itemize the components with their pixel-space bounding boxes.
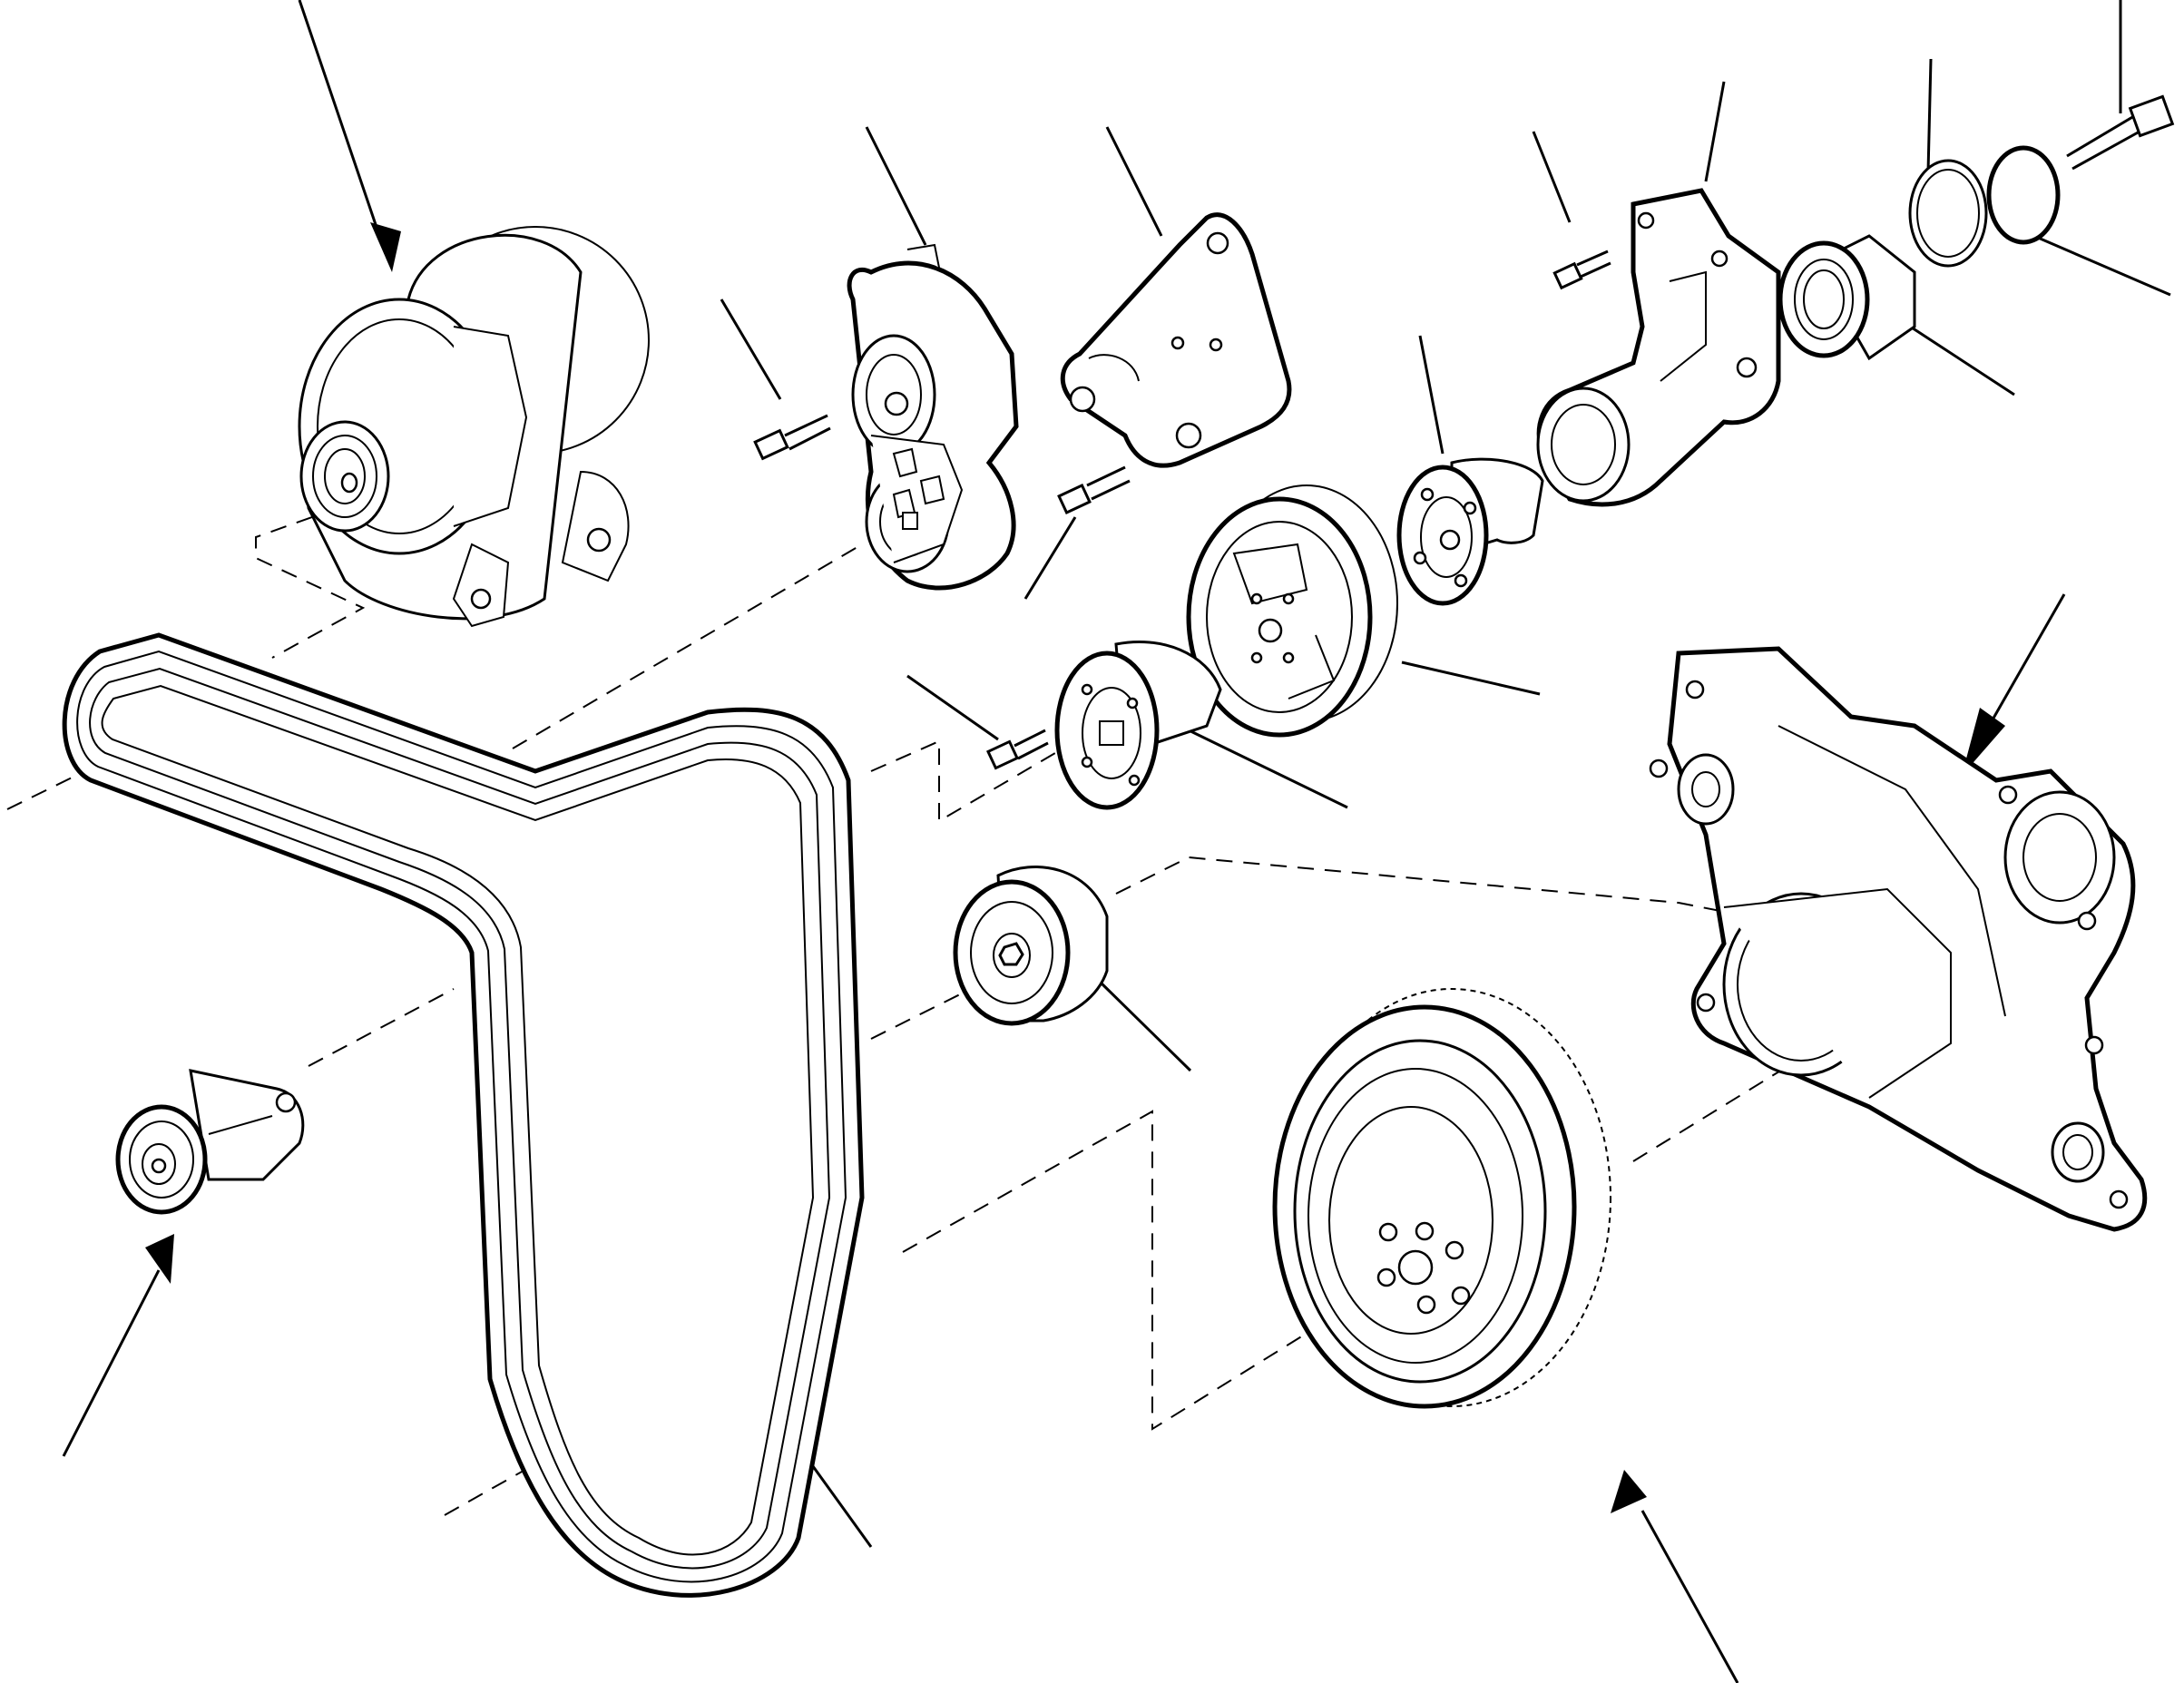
drive-belt [62, 632, 865, 1598]
hub-bolt-small [985, 729, 1049, 770]
hub-bolt [2066, 94, 2175, 171]
bracket-bolt [1552, 250, 1611, 290]
mounting-bolt [1057, 465, 1131, 514]
timing-cover [1649, 646, 2148, 1232]
vibration-damper [1272, 988, 1611, 1409]
tensioner-cover [1060, 212, 1292, 468]
crankshaft-pulley-upper [1186, 484, 1398, 738]
snap-ring [1908, 159, 1988, 268]
belt-tensioner [847, 243, 1019, 591]
washer [1986, 145, 2061, 245]
spacer-hub [1054, 640, 1222, 810]
idler-pulley [953, 865, 1109, 1026]
tensioner-bolt [753, 414, 831, 461]
auxiliary-tensioner [115, 1069, 305, 1215]
water-pump-bracket [1536, 188, 1781, 507]
center-lines [6, 507, 1934, 1516]
bearing [1778, 234, 1916, 361]
fan-hub [1396, 457, 1544, 606]
alternator [298, 226, 650, 628]
